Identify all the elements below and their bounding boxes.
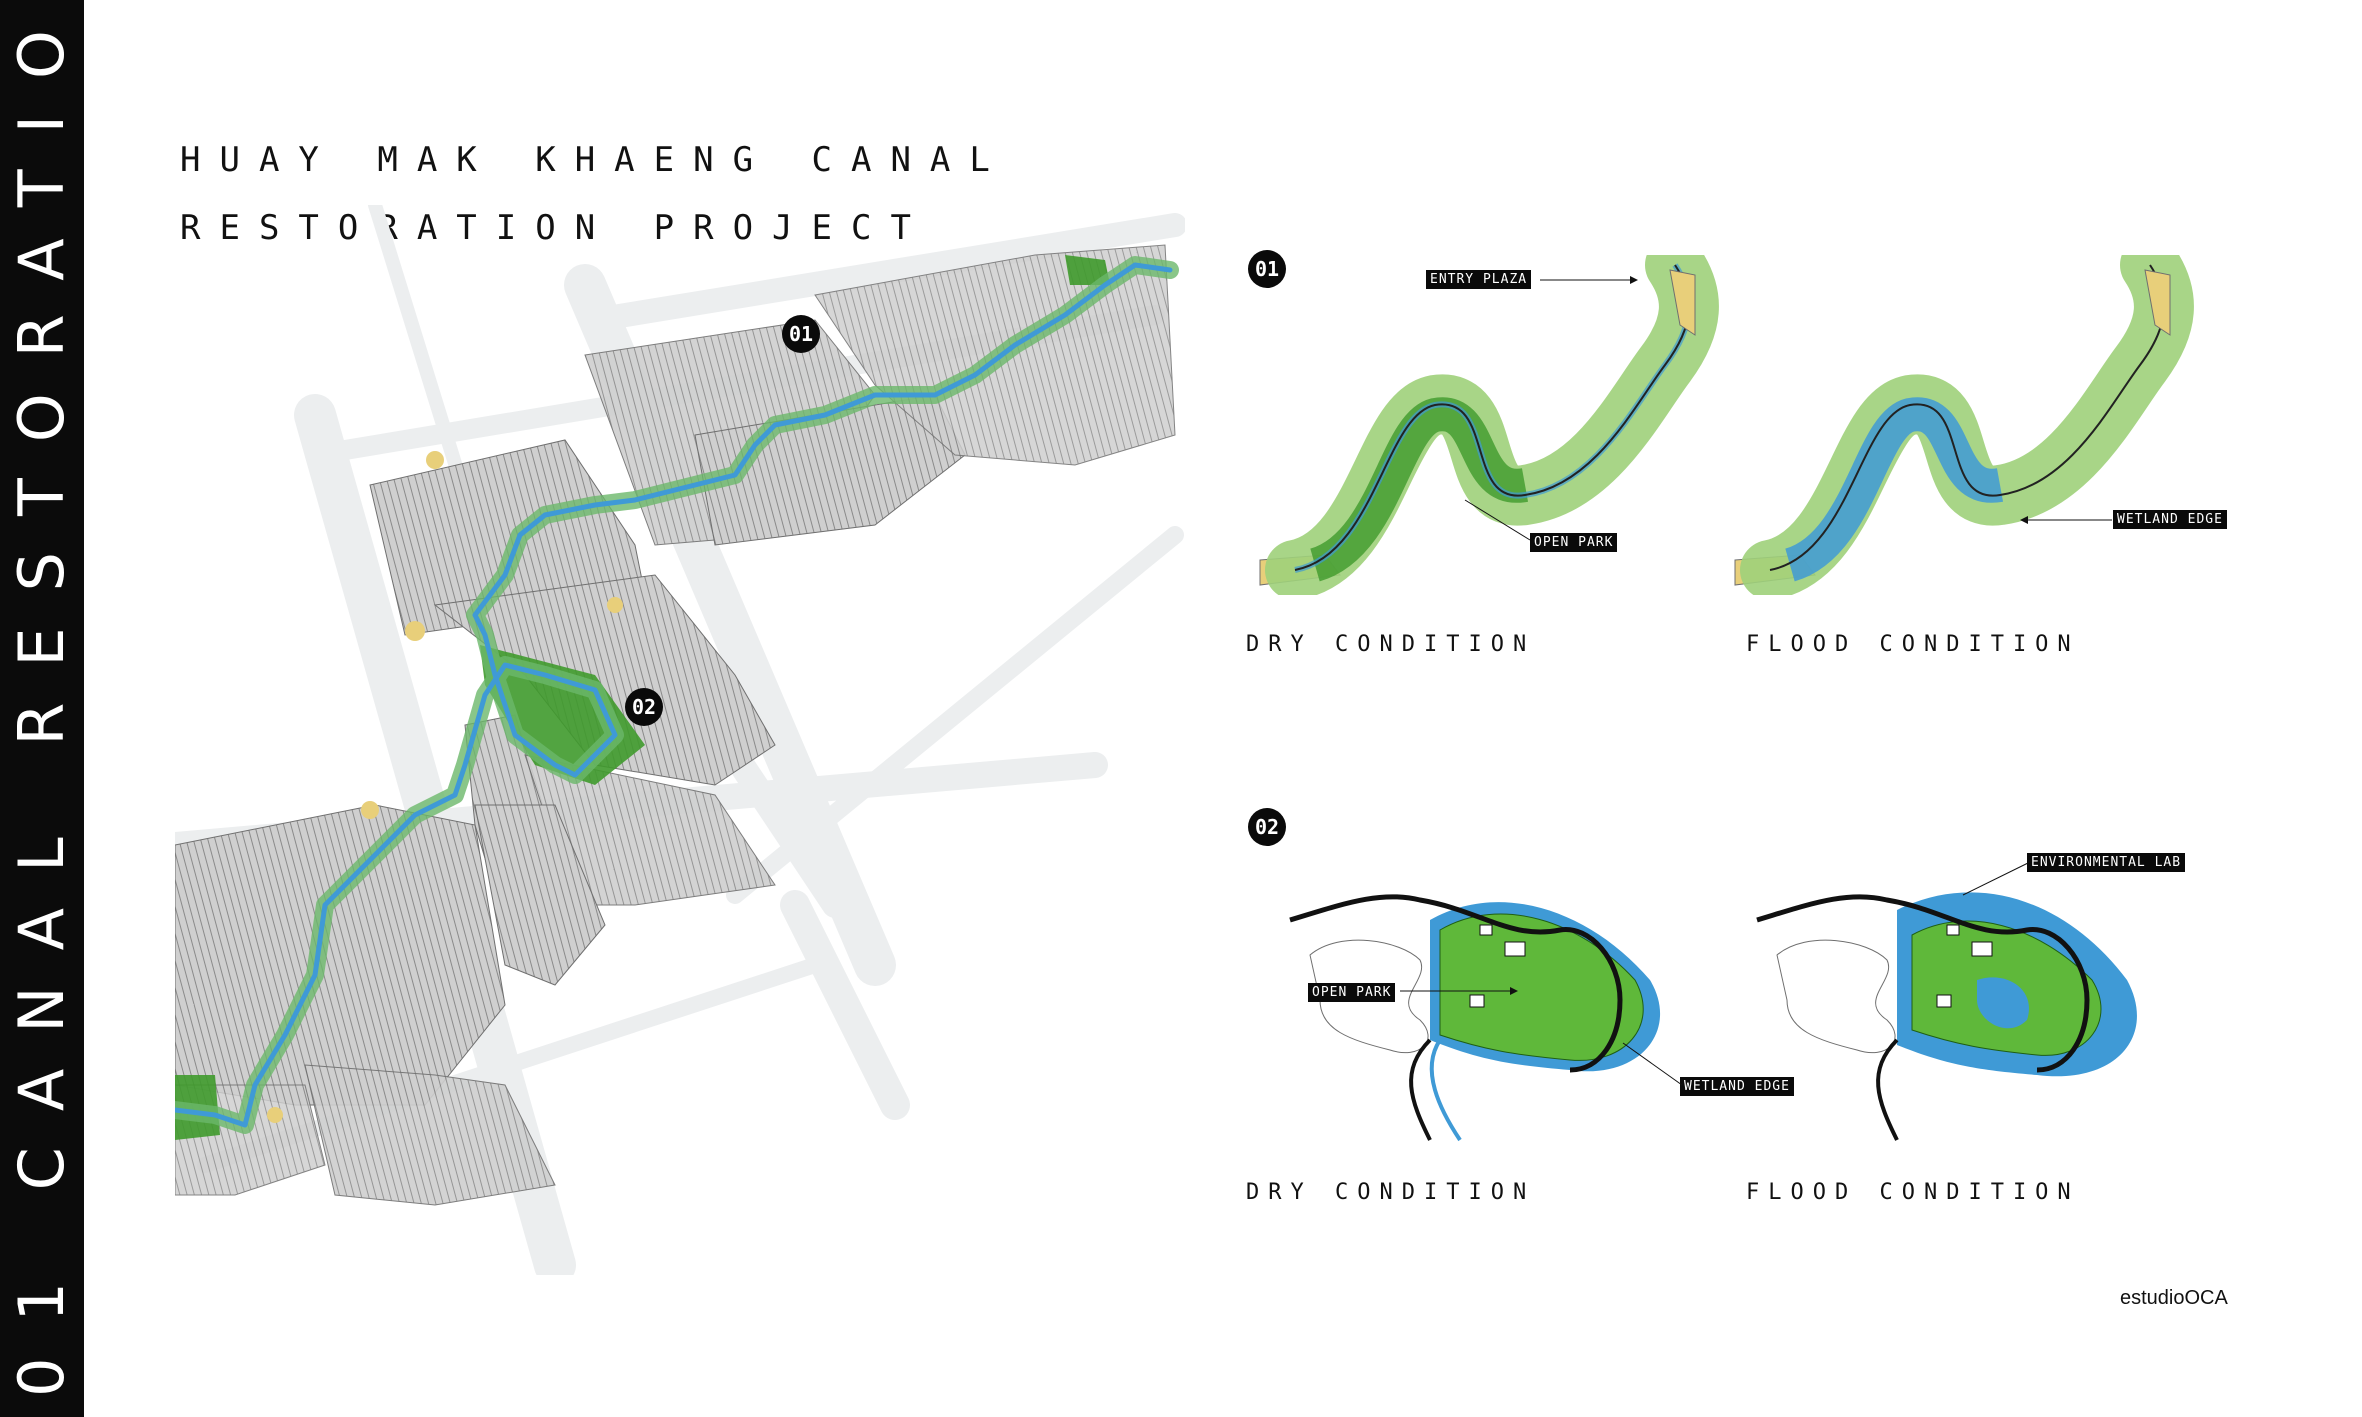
map-marker-02[interactable]: 02	[625, 688, 663, 726]
sidebar-title: 01 CANAL RESTORATION	[5, 0, 78, 1397]
caption-01-flood: FLOOD CONDITION	[1746, 632, 2080, 657]
label-open-park-01: OPEN PARK	[1530, 533, 1618, 552]
project-title-line1: HUAY MAK KHAENG CANAL	[180, 140, 1009, 180]
label-entry-plaza: ENTRY PLAZA	[1426, 270, 1532, 289]
leader-entry-plaza	[1540, 276, 1638, 284]
label-open-park-02: OPEN PARK	[1308, 983, 1396, 1002]
buildings	[174, 244, 1176, 1206]
section-01-marker: 01	[1248, 250, 1286, 288]
leader-wetland-edge-02	[1622, 1042, 1683, 1086]
sidebar-band: 01 CANAL RESTORATION	[0, 0, 84, 1417]
caption-01-dry: DRY CONDITION	[1246, 632, 1536, 657]
canal-water	[172, 262, 1173, 1128]
plazas	[267, 451, 623, 1123]
label-environmental-lab: ENVIRONMENTAL LAB	[2027, 853, 2186, 872]
section-02-dry-plan	[1289, 894, 1661, 1142]
section-01-flood-plan	[1734, 255, 2194, 595]
caption-02-flood: FLOOD CONDITION	[1746, 1180, 2080, 1205]
leader-open-park-02	[1400, 987, 1518, 995]
caption-02-dry: DRY CONDITION	[1246, 1180, 1536, 1205]
map-marker-01[interactable]: 01	[782, 315, 820, 353]
section-02-marker: 02	[1248, 808, 1286, 846]
leader-environmental-lab	[1962, 862, 2029, 896]
site-map: 01 02	[162, 198, 1187, 1286]
section-02-flood-plan	[1756, 892, 2137, 1141]
leader-open-park-01	[1464, 499, 1531, 541]
studio-credit: estudioOCA	[2120, 1287, 2228, 1309]
project-title-line2: RESTORATION PROJECT	[180, 208, 930, 248]
label-wetland-edge-02: WETLAND EDGE	[1680, 1077, 1794, 1096]
leader-wetland-edge-01	[2020, 516, 2112, 524]
site-map-drawing	[162, 198, 1187, 1286]
label-wetland-edge-01: WETLAND EDGE	[2113, 510, 2227, 529]
section-01-dry-plan	[1259, 255, 1719, 595]
